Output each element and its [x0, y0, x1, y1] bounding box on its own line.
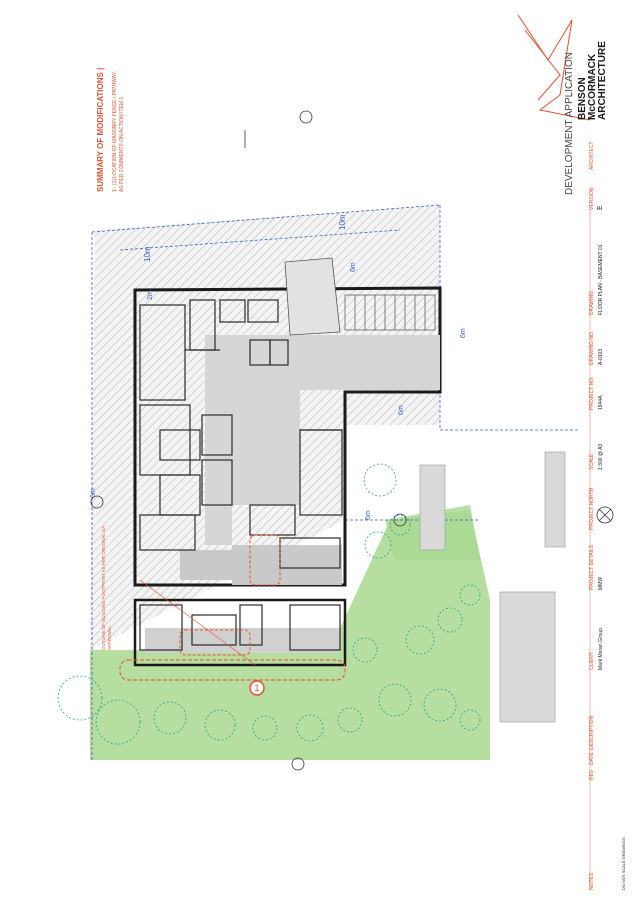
drawing-no-label: DRAWING NO.: [589, 331, 595, 365]
project-details-label: PROJECT DETAILS: [589, 544, 595, 590]
drawing-no-value: A-0103: [598, 349, 604, 365]
project-no-label: PROJECT NO.: [589, 376, 595, 410]
version-value: E: [597, 205, 604, 210]
section-markers: [90, 110, 407, 771]
site-boundary: [91, 204, 580, 760]
driveway-ramp: [284, 257, 341, 336]
dim-label: 2m: [147, 290, 154, 300]
architect-label: ARCHITECT: [589, 141, 595, 170]
dim-label: 6m: [398, 405, 405, 415]
revision-description-header: DESCRIPTION: [589, 715, 595, 750]
revision-cloud: [119, 534, 346, 681]
project-north-label: PROJECT NORTH: [589, 487, 595, 530]
firm-name: BENSON McCORMACK ARCHITECTURE: [577, 41, 608, 120]
summary-title: SUMMARY OF MODIFICATIONS |: [96, 68, 105, 192]
firm-name-line: ARCHITECTURE: [597, 41, 608, 120]
building-walls: [133, 286, 442, 667]
client-label: CLIENT: [589, 652, 595, 670]
revision-date-header: DATE: [589, 751, 595, 765]
project-no-value: 1944A: [598, 395, 604, 410]
revision-rev-header: REV: [589, 769, 595, 780]
parking-bays: [344, 294, 436, 331]
outline-note-line: OUTLINE OF BUILDING FOOTPRINT AS PER ORI…: [101, 526, 106, 650]
scale-label: SCALE: [589, 453, 595, 470]
dim-label: 6m: [90, 488, 97, 498]
summary-line: 1:- [1] LOCATION OF MASONRY FENCE / PATH…: [112, 71, 118, 192]
outline-note-leader: [139, 579, 256, 666]
building-interior: [145, 335, 440, 653]
client-value: Mark Moran Group: [598, 628, 604, 670]
scale-value: 1:300 @ A3: [598, 444, 604, 470]
drawing-value: FLOOR PLAN - BASEMENT 01: [598, 244, 604, 315]
document-status: DEVELOPMENT APPLICATION: [564, 52, 575, 195]
title-block: VERSION E DRAWING FLOOR PLAN - BASEMENT …: [589, 187, 626, 890]
north-arrow-icon: [596, 506, 614, 524]
version-label: VERSION: [589, 187, 595, 210]
dim-label: 10m: [338, 214, 347, 230]
revision-callout-circle: [249, 680, 265, 696]
summary-line: AS PER COMMENTS ON ACTION ITEM 1: [119, 96, 125, 192]
revision-callout: 1: [254, 683, 259, 693]
trees: [57, 463, 481, 745]
notes-footer: DO NOT SCALE DRAWINGS: [621, 837, 626, 890]
dim-label: 6m: [365, 510, 372, 520]
notes-label: NOTES: [589, 872, 595, 890]
dim-label: 6m: [350, 262, 357, 272]
drawing-label: DRAWING: [589, 291, 595, 315]
neighbour-buildings: [419, 451, 566, 723]
outline-note-line: APPROVAL: [107, 626, 112, 650]
dim-label: 10m: [143, 246, 152, 262]
firm-logo-icon: [517, 14, 591, 121]
project-details-value: MMW: [598, 577, 604, 590]
dim-label: 6m: [460, 328, 467, 338]
outline-note: OUTLINE OF BUILDING FOOTPRINT AS PER ORI…: [101, 525, 112, 650]
firm-name-line: BENSON: [577, 77, 588, 120]
firm-name-line: McCORMACK: [587, 53, 598, 120]
